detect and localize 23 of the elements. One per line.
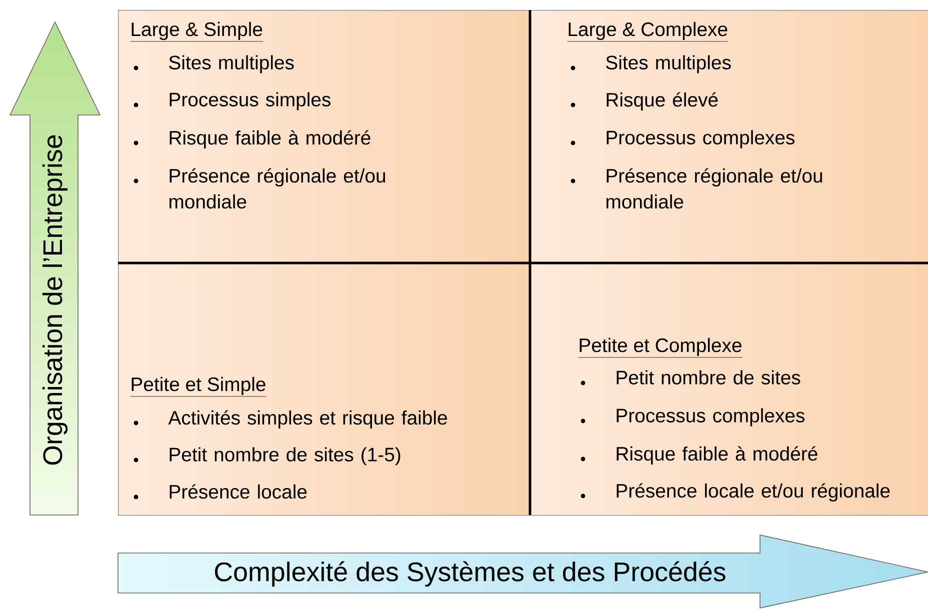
- quadrant-panel: [118, 263, 531, 516]
- bullet-text: Petit nombre de sites (1-5): [170, 447, 400, 466]
- bullet-text: Sites multiples: [606, 55, 731, 74]
- quadrant-heading: Petite et Simple: [130, 376, 266, 397]
- bullet-text: Sites multiples: [169, 55, 294, 74]
- bullet-text: Présence locale: [170, 484, 307, 499]
- bullet-text: Présence locale et/ou régionale: [616, 483, 890, 502]
- bullet-text: Présence régionale et/ou mondiale: [170, 168, 386, 209]
- quadrant-panel: [530, 10, 928, 264]
- bullet-text: Risque faible à modéré: [170, 130, 370, 149]
- quadrant-heading: Petite et Complexe: [578, 338, 743, 358]
- bullet-text: Risque élevé: [606, 92, 718, 111]
- bullet-text: Processus simples: [170, 92, 330, 110]
- quadrant-heading: Large & Simple: [130, 22, 264, 42]
- bullet-text: Petit nombre de sites: [616, 370, 800, 384]
- quadrant-heading: Large & Complexe: [567, 22, 728, 42]
- quadrant-panel: [530, 263, 928, 516]
- bullet-text: Activités simples et risque faible: [168, 410, 447, 429]
- quadrant-panel: [118, 10, 531, 264]
- bullet-text: Processus complexes: [606, 130, 794, 148]
- bullet-text: Processus complexes: [616, 408, 804, 426]
- bullet-text: Risque faible à modéré: [616, 446, 818, 465]
- bullet-text: Présence régionale et/ou mondiale: [606, 168, 822, 209]
